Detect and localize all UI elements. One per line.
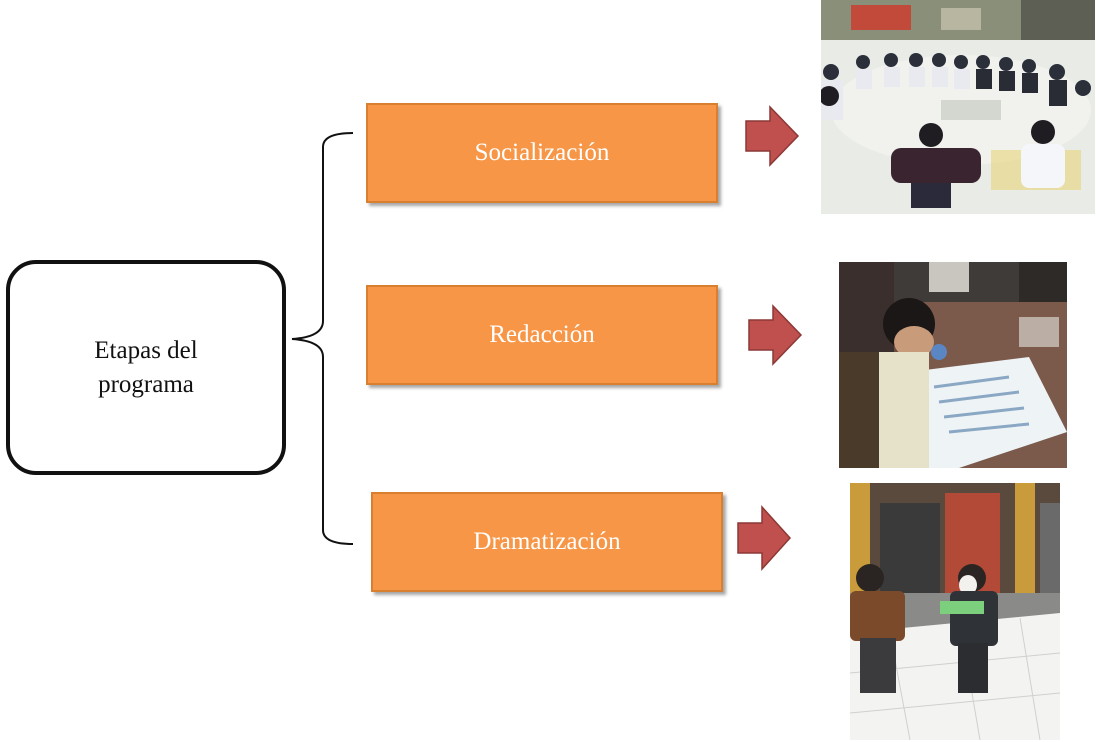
root-node-label: Etapas del programa — [94, 336, 198, 398]
photo-dramatizacion — [850, 483, 1060, 740]
stage-box-redaccion: Redacción — [366, 285, 718, 385]
stage-box-dramatizacion: Dramatización — [371, 492, 723, 592]
photo-redaccion — [839, 262, 1067, 468]
right-arrow-icon — [748, 304, 803, 366]
stage-label: Redacción — [489, 321, 595, 348]
stage-label: Socialización — [474, 139, 610, 166]
root-node-box: Etapas del programa — [6, 260, 286, 475]
stage-label: Dramatización — [473, 528, 621, 555]
stage-box-socializacion: Socialización — [366, 103, 718, 203]
right-arrow-icon — [737, 505, 792, 571]
right-arrow-icon — [745, 105, 800, 167]
brace-icon — [291, 132, 354, 545]
photo-socializacion — [821, 0, 1095, 214]
